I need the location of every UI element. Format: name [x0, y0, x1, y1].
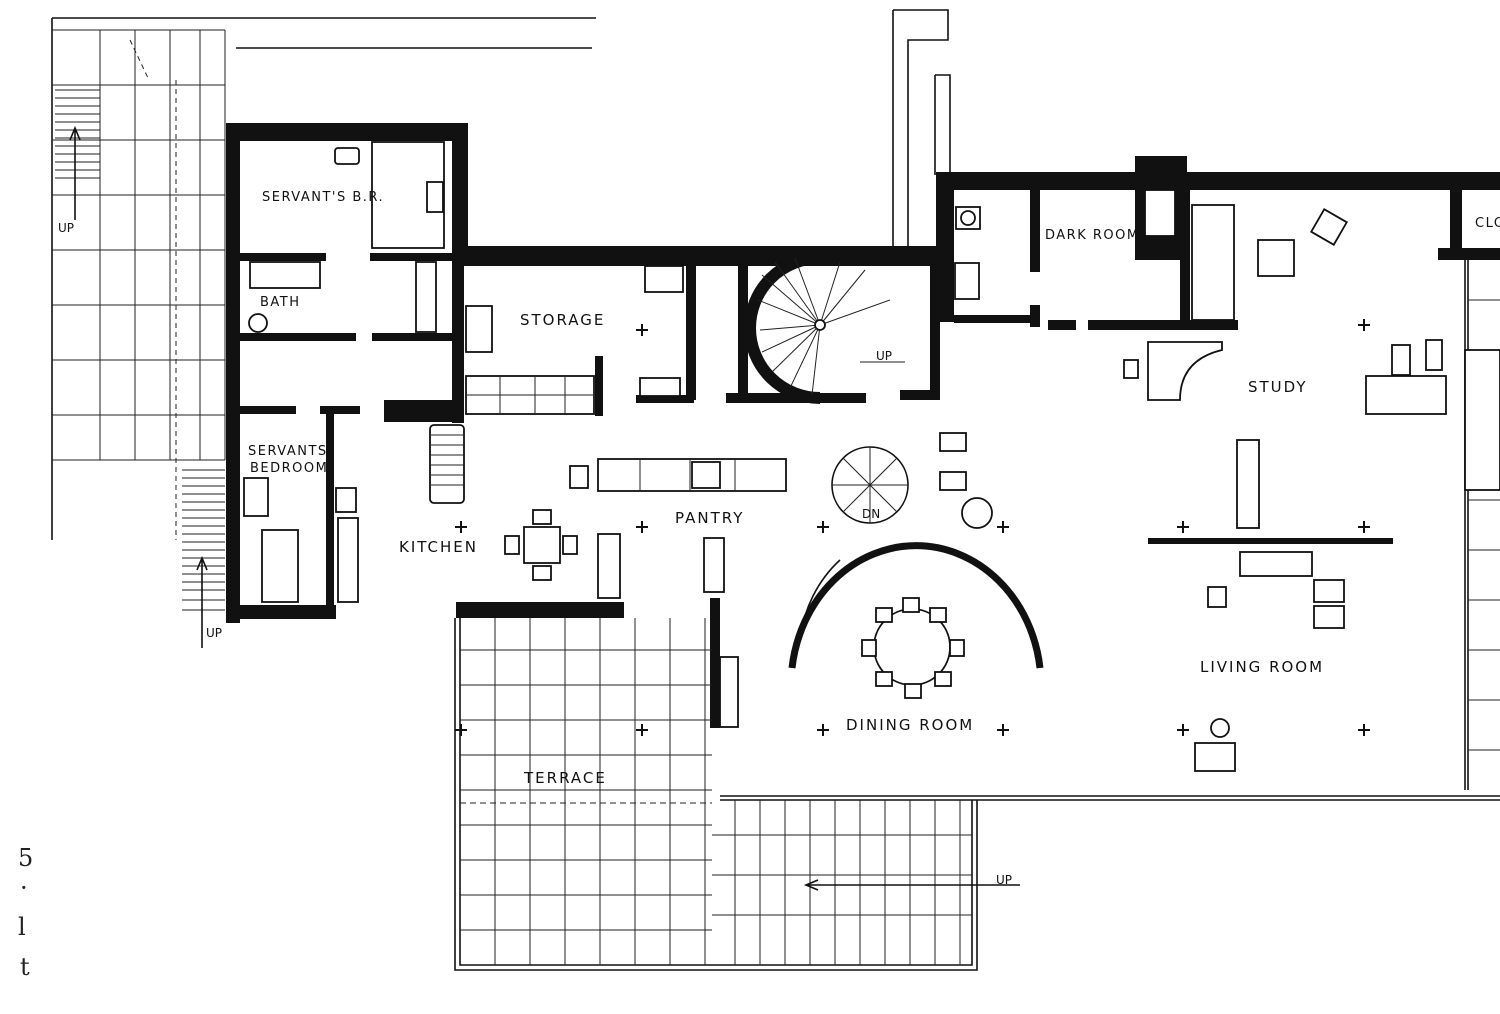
entry-platform: UP UP [51, 17, 596, 648]
terrace-paving: UP [454, 618, 1020, 971]
margin-char: l [18, 913, 26, 941]
spiral-stair-north: UP [744, 252, 905, 404]
dining-table [861, 597, 965, 699]
up-label: UP [996, 873, 1012, 887]
exterior-walls-top [892, 9, 951, 248]
margin-char: t [20, 953, 30, 981]
room-label-dark-room: DARK ROOM [1045, 228, 1140, 243]
room-label-kitchen: KITCHEN [399, 538, 478, 556]
room-label-clo: CLO [1475, 216, 1500, 231]
up-label: UP [206, 626, 222, 640]
walls [226, 123, 1500, 728]
room-label-servants-bedroom-line1: SERVANTS [248, 444, 328, 459]
room-label-terrace: TERRACE [523, 769, 607, 787]
kitchen-furniture [335, 265, 787, 603]
margin-text: 5 · l t [18, 844, 33, 981]
room-label-bath: BATH [260, 295, 301, 310]
dining-screen [788, 542, 1044, 669]
up-label: UP [58, 221, 74, 235]
room-label-living-room: LIVING ROOM [1200, 658, 1324, 676]
spiral-stair-dining: DN [831, 446, 909, 524]
room-label-dining-room: DINING ROOM [846, 716, 974, 734]
dn-label: DN [862, 507, 880, 521]
living-furniture [719, 204, 1447, 772]
perimeter [720, 260, 1500, 801]
margin-char: · [20, 874, 28, 902]
room-label-pantry: PANTRY [675, 509, 744, 527]
room-label-storage: STORAGE [520, 311, 605, 329]
room-labels: SERVANT'S B.R. BATH SERVANTS BEDROOM STO… [248, 190, 1500, 787]
column-marks [455, 319, 1370, 736]
room-label-study: STUDY [1248, 378, 1308, 396]
room-label-servants-bedroom-line2: BEDROOM [250, 461, 328, 476]
servants-fixtures [243, 141, 1176, 603]
up-label: UP [876, 349, 892, 363]
margin-char: 5 [18, 844, 33, 872]
room-label-servants-br: SERVANT'S B.R. [262, 190, 384, 205]
